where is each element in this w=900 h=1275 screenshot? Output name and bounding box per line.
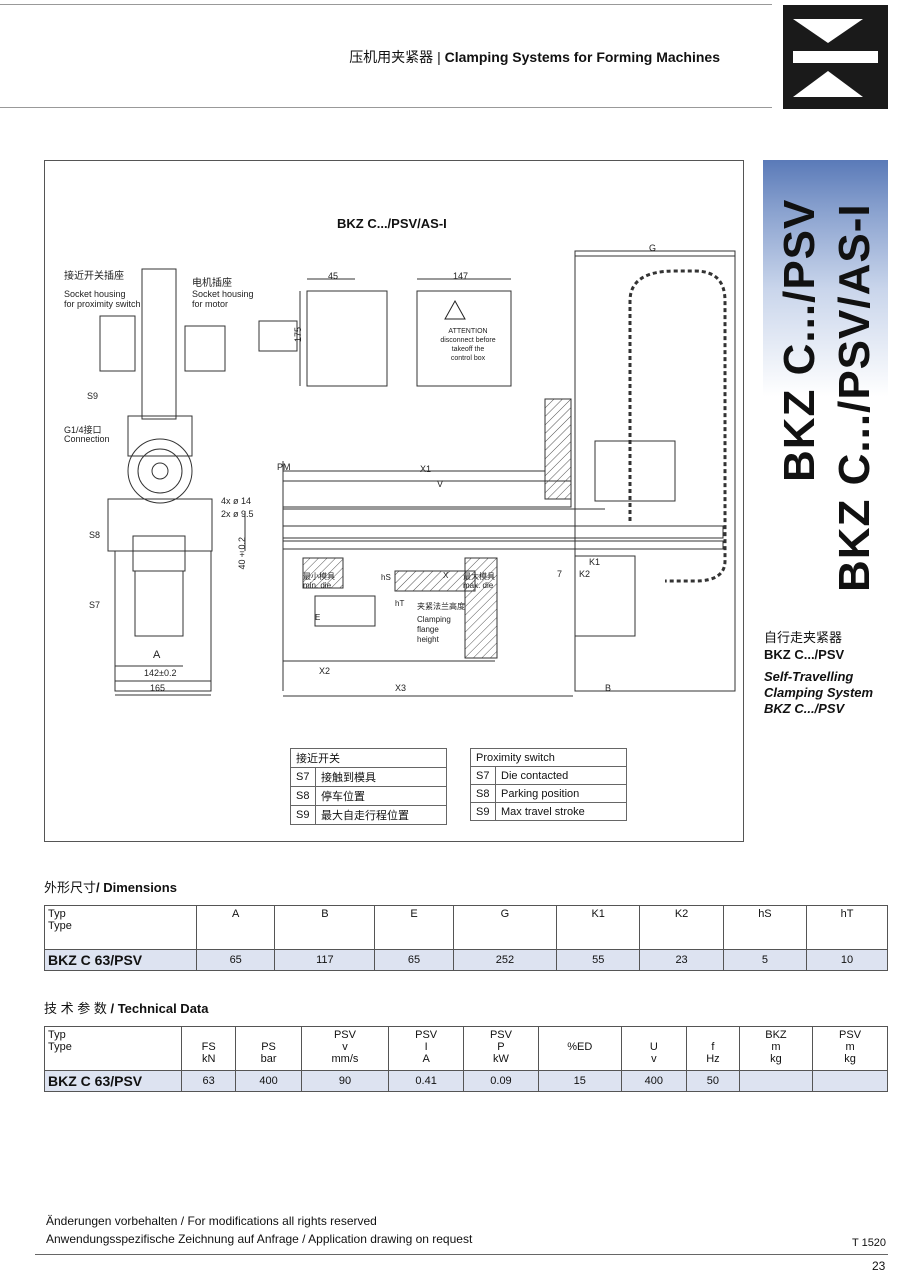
footer-line-1: Änderungen vorbehalten / For modificatio…	[46, 1214, 377, 1228]
label-socket-prox-en2: for proximity switch	[64, 299, 141, 309]
label-dim-165: 165	[150, 683, 166, 693]
footer-line-2: Anwendungsspezifische Zeichnung auf Anfr…	[46, 1232, 473, 1246]
dim-col-hs: hS	[722, 905, 808, 950]
label-holes-14: 4x ø 14	[221, 496, 252, 506]
header-top-rule	[0, 4, 772, 5]
label-s9: S9	[87, 391, 99, 401]
side-caption-en3: BKZ C.../PSV	[764, 701, 845, 716]
side-banner	[763, 160, 888, 590]
label-x2: X2	[319, 666, 331, 676]
label-dim-142: 142±0.2	[144, 668, 177, 678]
technical-title: 技 术 参 数 / Technical Data	[44, 1001, 209, 1016]
table-row: BKZ C 63/PSV 65 117 65 252 55 23 5 10	[44, 949, 888, 971]
attention-notice: ATTENTION disconnect before takeoff the …	[440, 328, 496, 362]
label-x1: X1	[420, 464, 432, 474]
technical-drawing	[99, 250, 736, 697]
label-min-die-en: min. die	[303, 581, 332, 590]
label-hs: hS	[381, 573, 391, 582]
dim-col-e: E	[374, 905, 454, 950]
label-dim-a: A	[153, 649, 161, 661]
label-flange-en3: height	[417, 635, 439, 644]
header-rule	[0, 107, 772, 108]
drawing-title: BKZ C.../PSV/AS-I	[337, 216, 447, 231]
tech-col-header: %ED	[537, 1026, 622, 1071]
side-caption-en2: Clamping System	[764, 685, 874, 700]
label-g14-cn: G1/4接口	[64, 425, 102, 435]
label-pm: PM	[277, 462, 291, 472]
dim-col-g: G	[452, 905, 558, 950]
label-flange-en1: Clamping	[417, 615, 451, 624]
dim-col-ht: hT	[806, 905, 888, 950]
label-flange-cn: 夹紧法兰高度	[417, 602, 465, 611]
label-v: V	[437, 479, 444, 489]
company-logo	[783, 5, 888, 109]
drawing-frame: BKZ C.../PSV/AS-I	[44, 160, 744, 842]
label-dim-40: 40±0.2	[237, 537, 247, 570]
dim-col-k2: K2	[639, 905, 724, 950]
side-caption-model: BKZ C.../PSV	[764, 647, 845, 662]
footer-rule	[35, 1254, 888, 1255]
dim-col-k1: K1	[556, 905, 641, 950]
label-x3: X3	[395, 683, 407, 693]
side-title-psv: BKZ C.../PSV	[775, 198, 824, 482]
label-x: X	[443, 571, 449, 580]
label-b: B	[605, 683, 612, 693]
label-max-die-en: max. die	[463, 581, 494, 590]
side-caption-en1: Self-Travelling	[764, 669, 854, 684]
header-title: 压机用夹紧器 | Clamping Systems for Forming Ma…	[349, 49, 720, 65]
label-seven: 7	[557, 569, 563, 579]
doc-code: T 1520	[852, 1237, 887, 1249]
dimensions-title: 外形尺寸/ Dimensions	[44, 880, 177, 895]
label-k1: K1	[589, 557, 601, 567]
label-dim-g: G	[649, 243, 657, 253]
label-holes-95: 2x ø 9.5	[221, 509, 254, 519]
label-dim-175: 175	[293, 327, 303, 343]
label-dim-147: 147	[453, 271, 469, 281]
label-socket-motor-en2: for motor	[192, 299, 229, 309]
page-number: 23	[872, 1259, 886, 1273]
label-max-die-cn: 最大模具	[463, 572, 495, 581]
label-min-die-cn: 最小模具	[303, 572, 335, 581]
dim-col-b: B	[274, 905, 376, 950]
label-socket-prox-en1: Socket housing	[64, 289, 126, 299]
label-e: E	[315, 613, 321, 622]
label-ht: hT	[395, 599, 405, 608]
dim-col-a: A	[195, 905, 276, 950]
label-socket-motor-en1: Socket housing	[192, 289, 254, 299]
label-s7: S7	[89, 600, 101, 610]
label-g14-en: Connection	[64, 434, 110, 444]
label-socket-motor-cn: 电机插座	[192, 278, 232, 289]
label-s8: S8	[89, 530, 101, 540]
label-dim-45: 45	[328, 271, 339, 281]
label-flange-en2: flange	[417, 625, 439, 634]
label-socket-prox-cn: 接近开关插座	[64, 271, 124, 282]
legend-en-header: Proximity switch	[470, 748, 627, 767]
side-caption-cn: 自行走夹紧器	[764, 630, 843, 645]
label-k2: K2	[579, 569, 591, 579]
legend-cn-header: 接近开关	[290, 748, 447, 768]
side-title-psv-asi: BKZ C.../PSV/AS-I	[830, 203, 879, 592]
